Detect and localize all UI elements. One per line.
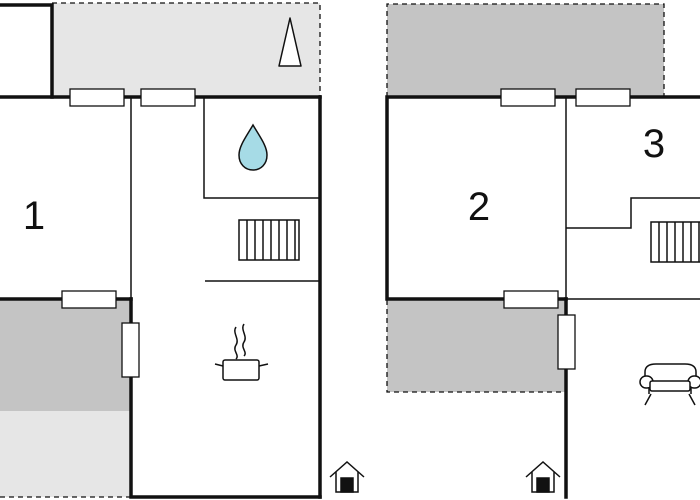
first-floor-windows — [500, 88, 631, 370]
ground-floor-plan: 1 — [0, 2, 365, 499]
balcony-bottom-right-dashed-border — [386, 300, 566, 393]
window — [121, 322, 140, 378]
entrance-house-icon — [525, 460, 561, 493]
balcony-top-right-dashed-border — [386, 3, 665, 97]
entrance-house-icon — [329, 460, 365, 493]
sofa-icon — [639, 363, 700, 406]
balcony-top-right — [387, 4, 664, 97]
first-floor-plan: 2 3 — [385, 3, 700, 499]
window — [61, 290, 117, 309]
tree-icon — [278, 17, 302, 67]
terrace-dark-left — [0, 300, 131, 411]
terrace-top-left — [52, 3, 320, 97]
room-number-3: 3 — [643, 122, 665, 166]
water-drop-icon — [238, 123, 268, 171]
window — [140, 88, 196, 107]
ground-floor-windows — [61, 88, 196, 378]
room-number-1: 1 — [23, 194, 45, 238]
first-floor-interior-walls — [565, 97, 700, 300]
window — [575, 88, 631, 107]
radiator-icon — [650, 221, 700, 263]
window — [503, 290, 559, 309]
window — [500, 88, 556, 107]
balcony-bottom-right — [387, 300, 566, 392]
radiator-icon — [238, 219, 300, 261]
room-number-2: 2 — [468, 185, 490, 229]
cooking-pot-icon — [214, 323, 269, 381]
ground-floor-interior-walls — [130, 97, 320, 299]
window — [69, 88, 125, 107]
terrace-bottom-left — [0, 411, 131, 497]
window — [557, 314, 576, 370]
